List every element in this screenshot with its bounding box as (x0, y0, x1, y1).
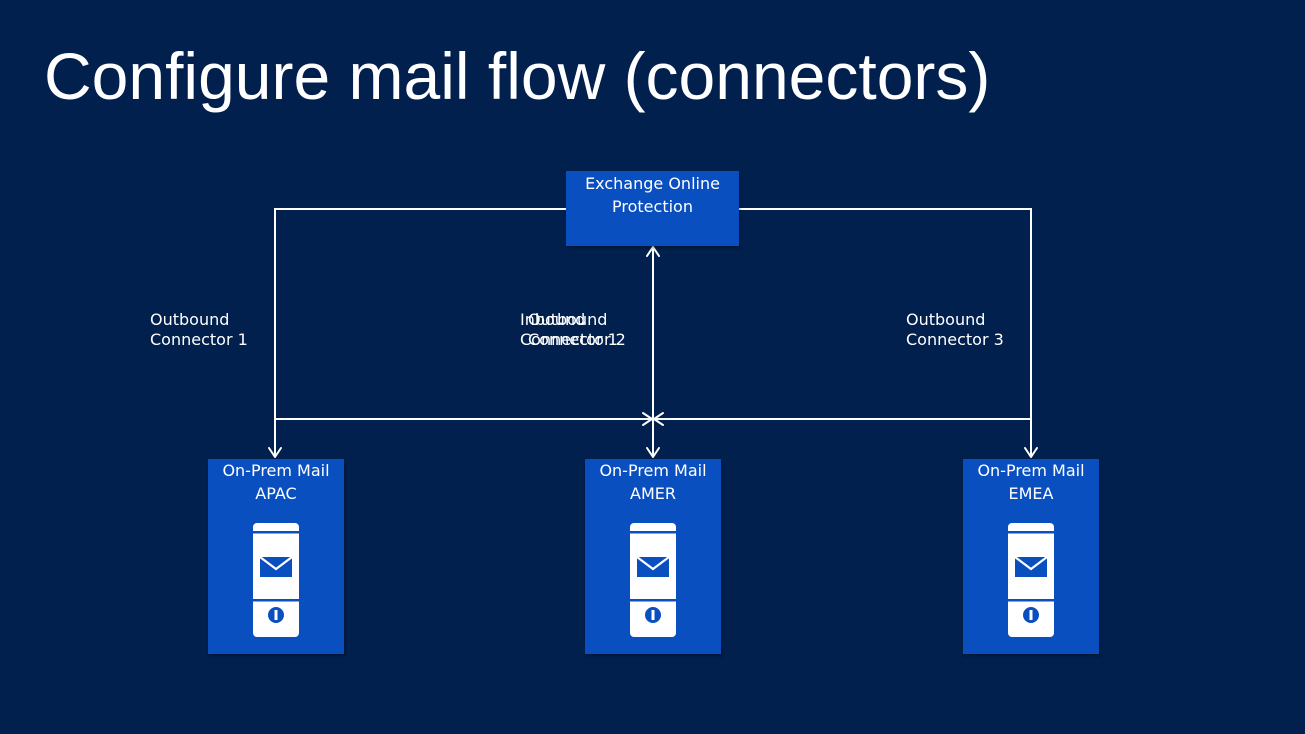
outbound-connector-1-line2: Connector 1 (150, 330, 248, 349)
inbound-connector-1-label: Inbound Connector 1 (520, 310, 618, 350)
apac-label: On-Prem Mail APAC (208, 459, 344, 505)
onprem-amer-node: On-Prem Mail AMER (585, 459, 721, 654)
arrowhead-apac (268, 447, 282, 458)
arrowhead-eop-up (646, 246, 660, 257)
emea-label: On-Prem Mail EMEA (963, 459, 1099, 505)
onprem-apac-node: On-Prem Mail APAC (208, 459, 344, 654)
exchange-online-protection-node: Exchange Online Protection (566, 171, 739, 246)
outbound-connector-2-line2: Connector 2 (528, 330, 626, 349)
inbound-connector-1-line2: Connector 1 (520, 330, 618, 349)
outbound-connector-2-label: Outbound Connector 2 (528, 310, 626, 350)
outbound-connector-3-line1: Outbound (906, 310, 986, 329)
outbound-connector-3-label: Outbound Connector 3 (906, 310, 1004, 350)
arrowhead-bus-right (642, 412, 653, 426)
amer-label-line1: On-Prem Mail (599, 461, 707, 480)
amer-label: On-Prem Mail AMER (585, 459, 721, 505)
inbound-connector-1-line1: Inbound (520, 310, 586, 329)
mail-server-icon (630, 523, 676, 637)
outbound-connector-2-line1: Outbound (528, 310, 608, 329)
outbound-connector-3-line2: Connector 3 (906, 330, 1004, 349)
arrowhead-emea (1024, 447, 1038, 458)
mail-server-icon (1008, 523, 1054, 637)
outbound-connector-1-line1: Outbound (150, 310, 230, 329)
emea-label-line1: On-Prem Mail (977, 461, 1085, 480)
apac-label-line2: APAC (255, 484, 297, 503)
emea-label-line2: EMEA (1008, 484, 1054, 503)
outbound-connector-1-label: Outbound Connector 1 (150, 310, 248, 350)
onprem-emea-node: On-Prem Mail EMEA (963, 459, 1099, 654)
eop-to-apac-line (274, 208, 567, 456)
amer-label-line2: AMER (630, 484, 676, 503)
mail-server-icon (253, 523, 299, 637)
eop-to-emea-line (738, 208, 1032, 456)
arrowhead-bus-left (653, 412, 664, 426)
arrowhead-amer-down (646, 447, 660, 458)
eop-label: Exchange Online Protection (566, 172, 739, 218)
apac-label-line1: On-Prem Mail (222, 461, 330, 480)
eop-label-line1: Exchange Online (585, 174, 720, 193)
slide-title: Configure mail flow (connectors) (44, 39, 991, 113)
eop-label-line2: Protection (612, 197, 693, 216)
